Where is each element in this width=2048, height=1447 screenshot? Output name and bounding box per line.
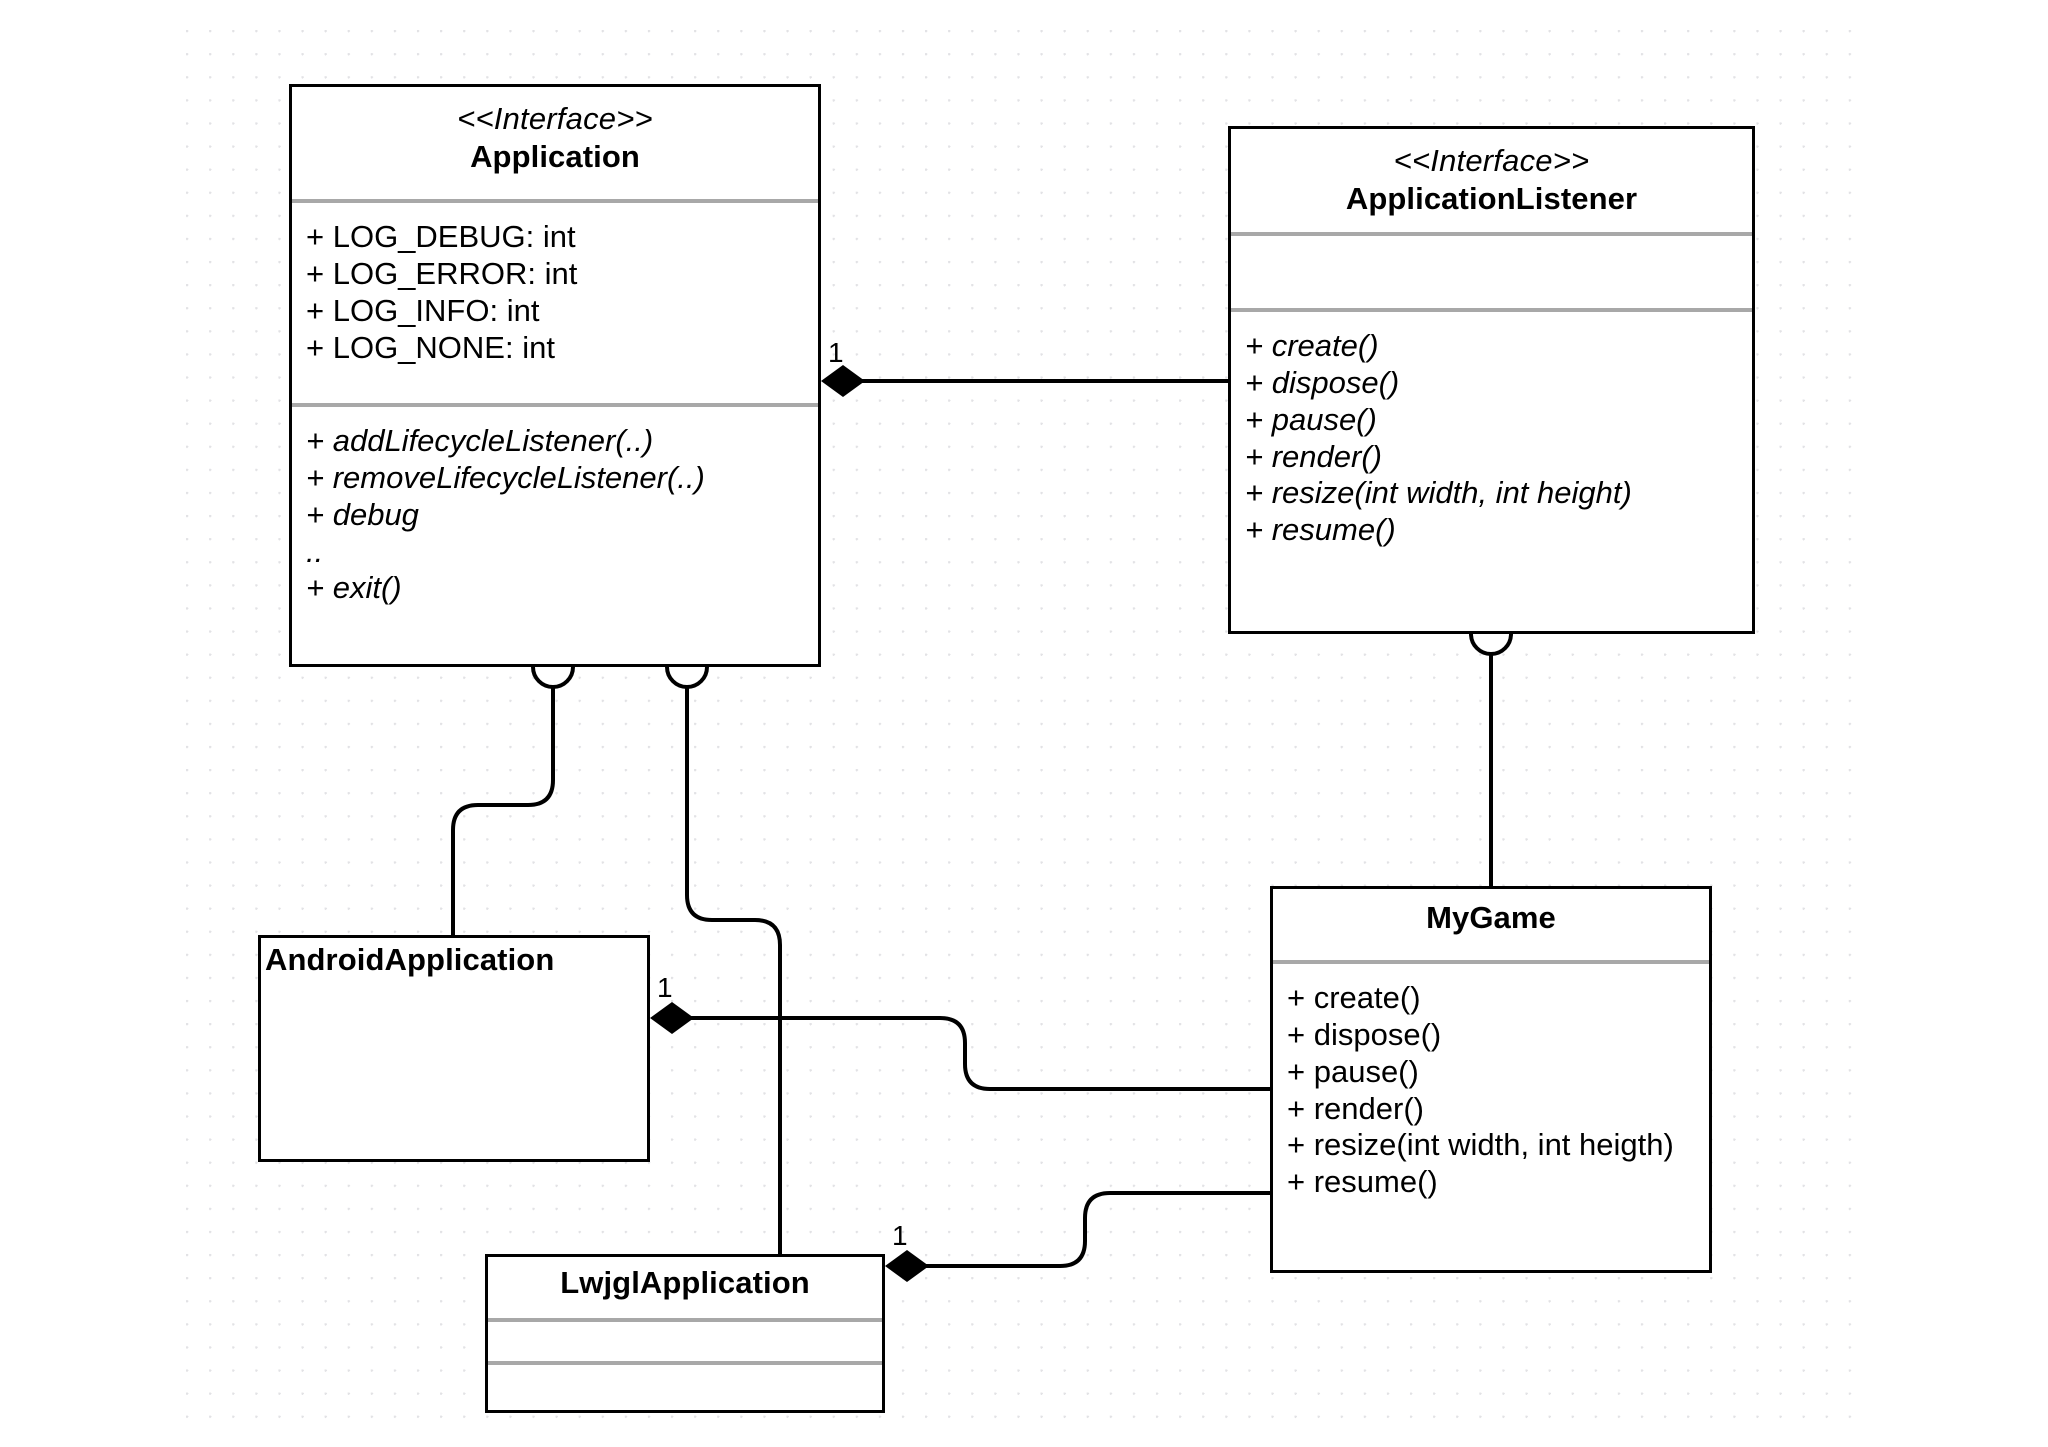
operation-row: + dispose() — [1287, 1016, 1442, 1052]
edge-application-to-applicationlistener — [821, 365, 1228, 397]
edge-lwjglapplication-to-mygame — [885, 1191, 1270, 1282]
edge-androidapplication-to-mygame — [650, 1002, 1270, 1091]
operation-row: + exit() — [306, 570, 402, 606]
applicationlistener-operations-compartment: + create() + dispose() + pause() + rende… — [1231, 308, 1752, 633]
applicationlistener-stereotype: <<Interface>> — [1393, 143, 1590, 178]
class-box-application[interactable]: <<Interface>> Application + LOG_DEBUG: i… — [289, 84, 821, 667]
lwjglapplication-attributes-compartment — [488, 1318, 882, 1361]
operation-row: + resize(int width, int heigth) — [1287, 1127, 1674, 1163]
applicationlistener-title-compartment: <<Interface>> ApplicationListener — [1231, 129, 1752, 232]
operation-row: + addLifecycleListener(..) — [306, 423, 654, 458]
lwjglapplication-class-name: LwjglApplication — [560, 1265, 810, 1300]
operation-row: + removeLifecycleListener(..) — [306, 459, 705, 495]
composition-diamond-lwjglapplication — [885, 1250, 929, 1282]
multiplicity-android-to-mygame: 1 — [657, 972, 673, 1003]
application-class-name: Application — [470, 138, 640, 174]
operation-row: + resume() — [1287, 1164, 1438, 1200]
operation-row: + debug — [306, 496, 419, 532]
operation-row: + resize(int width, int height) — [1245, 475, 1632, 511]
mygame-title-compartment: MyGame — [1273, 889, 1709, 960]
class-box-android-application[interactable]: AndroidApplication — [258, 935, 650, 1162]
operation-row: + render() — [1287, 1090, 1424, 1126]
edge-application-to-androidapplication — [451, 645, 575, 935]
operation-row: + dispose() — [1245, 364, 1400, 400]
edge-application-to-lwjglapplication — [665, 645, 782, 1254]
operation-row: .. — [306, 533, 324, 569]
lwjglapplication-operations-compartment — [488, 1361, 882, 1410]
operation-row: + resume() — [1245, 512, 1396, 548]
application-operations-compartment: + addLifecycleListener(..) + removeLifec… — [292, 403, 818, 666]
application-stereotype: <<Interface>> — [457, 101, 653, 136]
attribute-row: + LOG_NONE: int — [306, 329, 555, 365]
androidapplication-title-compartment: AndroidApplication — [261, 938, 647, 1159]
applicationlistener-attributes-compartment — [1231, 232, 1752, 308]
attribute-row: + LOG_ERROR: int — [306, 255, 578, 291]
application-attributes-compartment: + LOG_DEBUG: int + LOG_ERROR: int + LOG_… — [292, 199, 818, 403]
operation-row: + render() — [1245, 438, 1382, 474]
class-box-lwjgl-application[interactable]: LwjglApplication — [485, 1254, 885, 1413]
edge-applicationlistener-to-mygame — [1469, 612, 1513, 886]
operation-row: + pause() — [1287, 1053, 1419, 1089]
class-box-application-listener[interactable]: <<Interface>> ApplicationListener + crea… — [1228, 126, 1755, 634]
operation-row: + create() — [1245, 328, 1379, 363]
attribute-row: + LOG_INFO: int — [306, 292, 540, 328]
operation-row: + create() — [1287, 980, 1421, 1015]
lwjglapplication-title-compartment: LwjglApplication — [488, 1257, 882, 1318]
mygame-class-name: MyGame — [1426, 900, 1556, 935]
applicationlistener-class-name: ApplicationListener — [1345, 180, 1638, 216]
multiplicity-application-to-listener: 1 — [828, 337, 844, 368]
application-title-compartment: <<Interface>> Application — [292, 87, 818, 199]
composition-diamond-application — [821, 365, 865, 397]
operation-row: + pause() — [1245, 401, 1377, 437]
class-box-my-game[interactable]: MyGame + create() + dispose() + pause() … — [1270, 886, 1712, 1273]
mygame-operations-compartment: + create() + dispose() + pause() + rende… — [1273, 960, 1709, 1270]
composition-diamond-androidapplication — [650, 1002, 694, 1034]
attribute-row: + LOG_DEBUG: int — [306, 219, 576, 254]
androidapplication-class-name: AndroidApplication — [265, 942, 555, 977]
multiplicity-lwjgl-to-mygame: 1 — [892, 1220, 908, 1251]
